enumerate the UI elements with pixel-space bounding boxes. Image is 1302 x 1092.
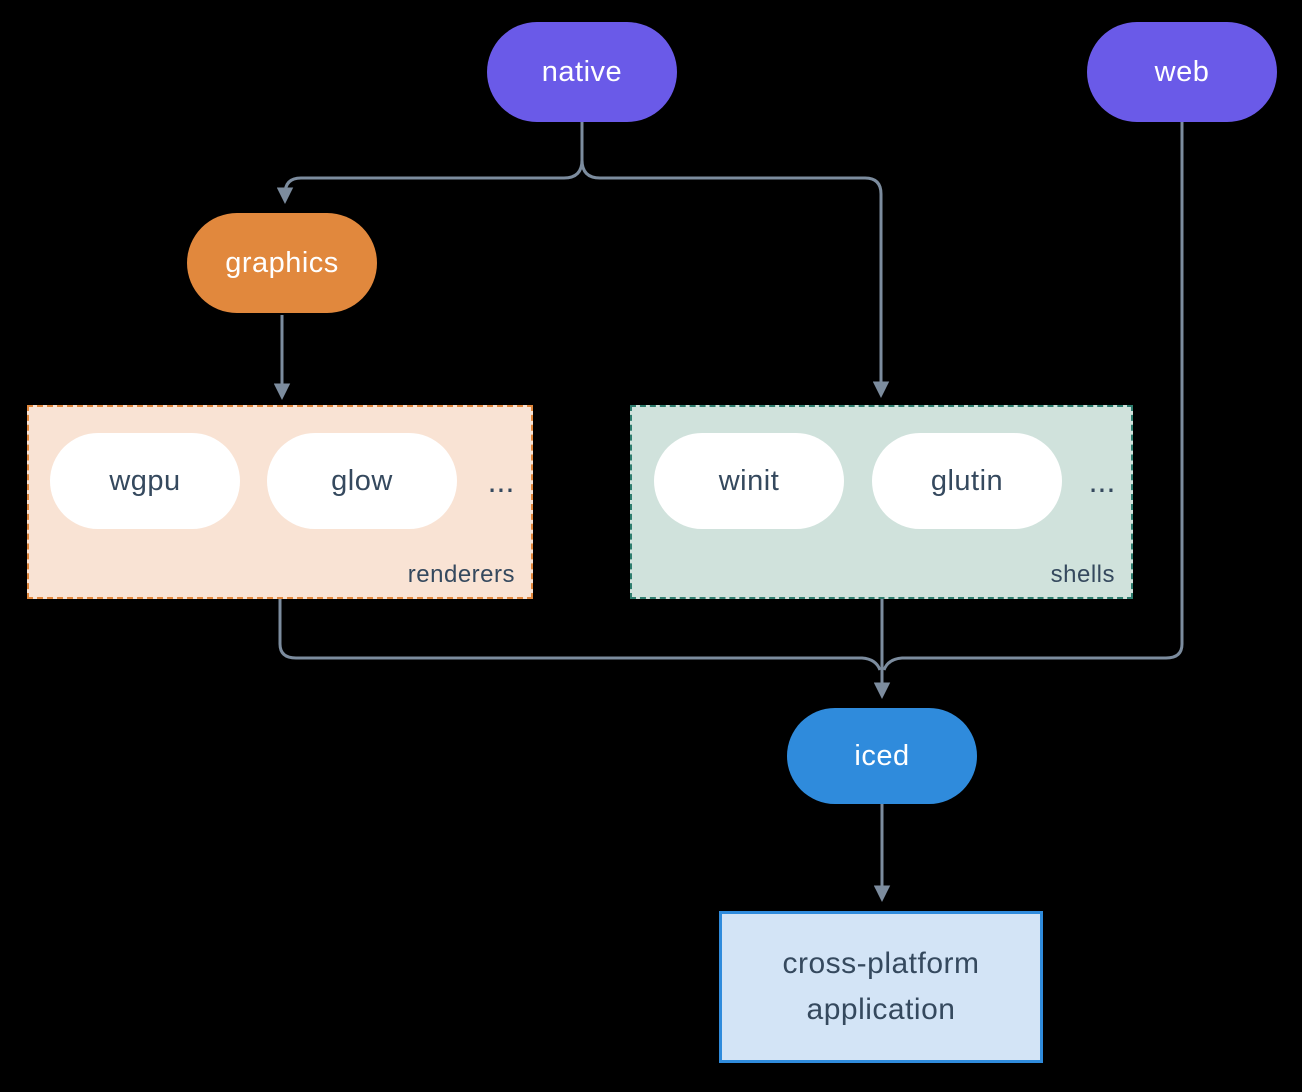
edge-native-to-shells (580, 159, 890, 398)
node-web: web (1087, 22, 1277, 122)
shells-label: shells (1050, 561, 1115, 588)
edge-renderers-to-merge (278, 599, 882, 671)
node-glutin: glutin (872, 433, 1062, 529)
node-glow: glow (267, 433, 457, 529)
node-wgpu: wgpu (50, 433, 240, 529)
node-cross-platform-application: cross-platform application (719, 911, 1043, 1063)
edge-web-to-merge (882, 122, 1184, 671)
group-renderers: wgpu glow ... renderers (27, 405, 533, 599)
renderers-label: renderers (407, 561, 515, 588)
edge-native-to-graphics (276, 159, 584, 204)
node-iced: iced (787, 708, 977, 804)
node-winit: winit (654, 433, 844, 529)
shells-ellipsis: ... (1088, 462, 1116, 499)
renderers-ellipsis: ... (487, 462, 515, 499)
node-native: native (487, 22, 677, 122)
node-graphics: graphics (187, 213, 377, 313)
group-shells: winit glutin ... shells (630, 405, 1133, 599)
